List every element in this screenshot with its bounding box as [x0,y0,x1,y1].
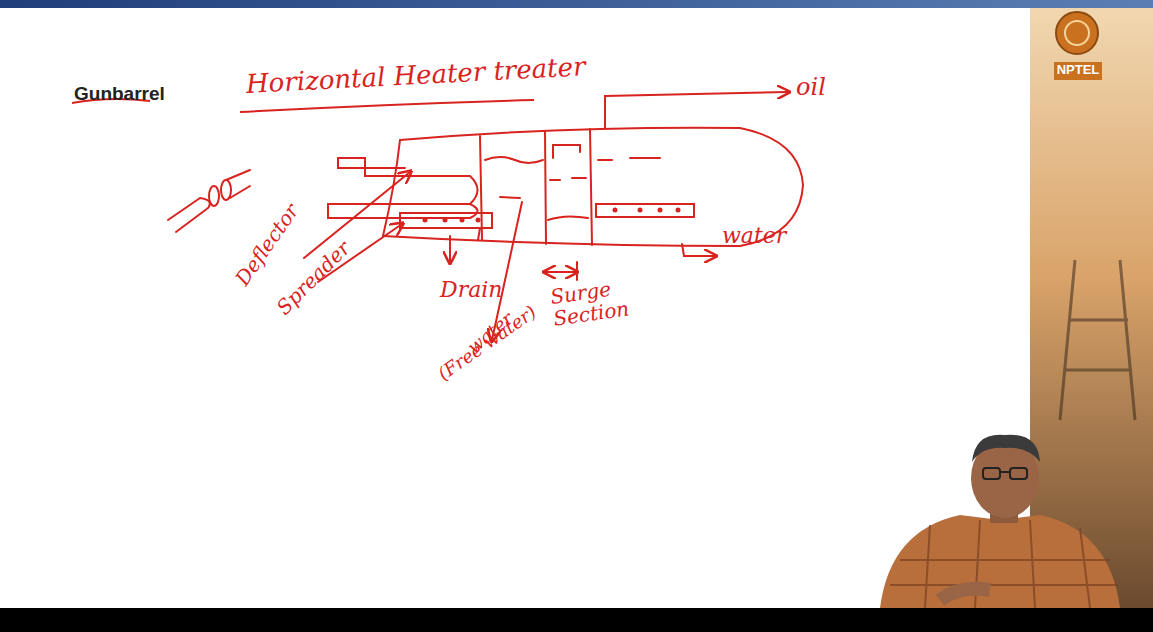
outlet-label: oil [796,74,826,100]
part-label: Deflector [231,200,303,290]
heater-treater-sketch [168,92,803,340]
logo-text: NPTEL [1057,63,1100,77]
logo-plate [1054,62,1102,80]
part-label: Drain [440,278,502,302]
top-bar [0,0,1153,8]
logo-emblem [1065,21,1089,45]
spreader-holes [423,208,681,223]
logo-emblem [1056,12,1098,54]
rig-silhouette [1060,260,1135,420]
underline [240,100,534,112]
presenter [880,435,1120,608]
part-label: (Free water) [434,302,539,384]
outlet-label: water [722,224,786,248]
handwritten-title: Horizontal Heater treater [245,52,586,98]
part-label: Spreader [272,237,354,319]
slide-heading: Gunbarrel [74,84,165,105]
section-label: Surge Section [549,275,634,330]
bottom-bar [0,608,1153,632]
